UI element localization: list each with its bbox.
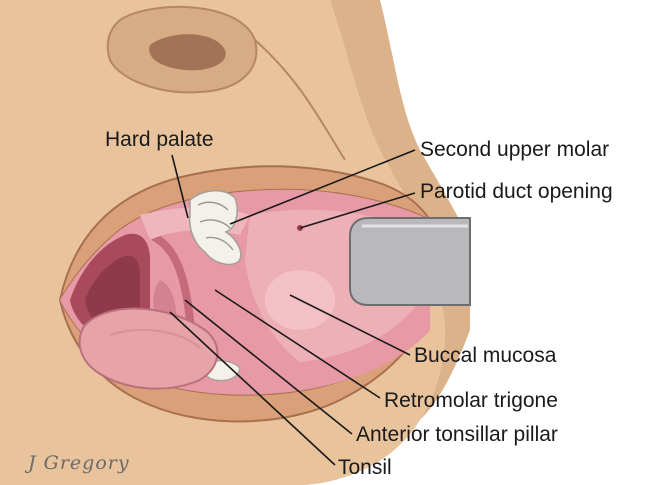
artist-signature: J Gregory bbox=[28, 452, 130, 474]
label-parotid-duct-opening: Parotid duct opening bbox=[420, 181, 613, 202]
label-hard-palate: Hard palate bbox=[105, 129, 214, 150]
label-anterior-tonsillar-pillar: Anterior tonsillar pillar bbox=[356, 424, 558, 445]
label-retromolar-trigone: Retromolar trigone bbox=[384, 390, 558, 411]
label-second-upper-molar: Second upper molar bbox=[420, 139, 609, 160]
cheek-retractor bbox=[350, 218, 470, 305]
label-buccal-mucosa: Buccal mucosa bbox=[414, 345, 556, 366]
label-tonsil: Tonsil bbox=[338, 457, 392, 478]
